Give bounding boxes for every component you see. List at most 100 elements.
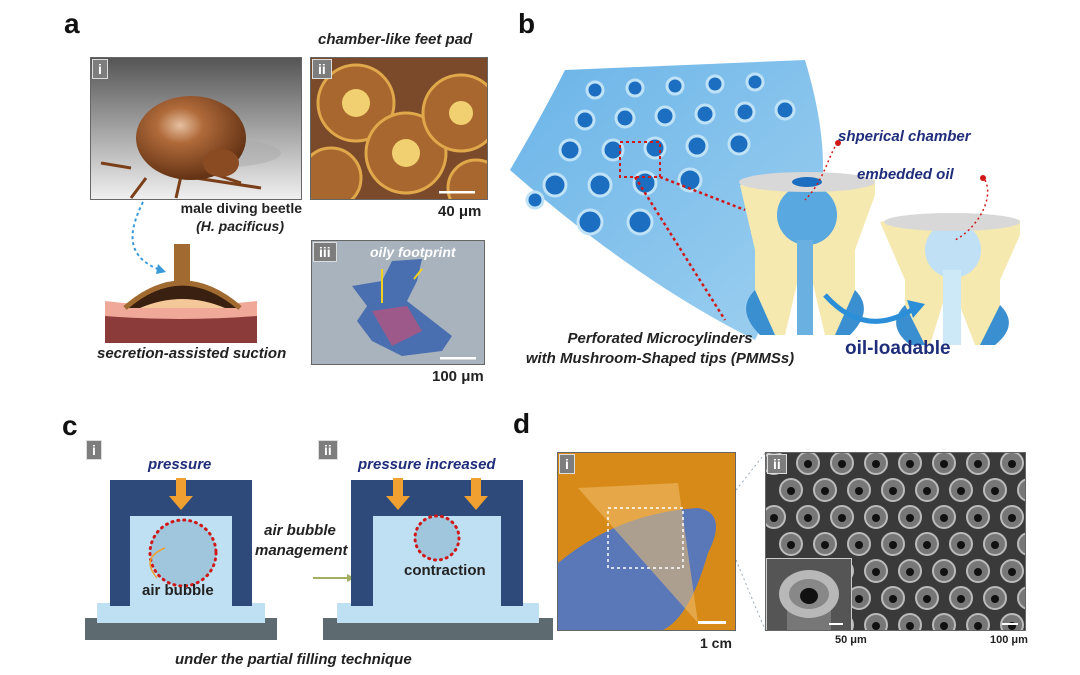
oil-pointer	[954, 179, 989, 241]
microcylinder-hole	[940, 622, 948, 630]
footprint-image	[312, 241, 484, 364]
device-ii	[323, 478, 553, 640]
microcylinder-hole	[957, 541, 965, 549]
air-bubble	[148, 518, 218, 588]
scale-label-100um-sem: 100 μm	[990, 634, 1028, 646]
film-photo-image	[558, 453, 735, 630]
scale-bar	[1002, 623, 1018, 625]
zoom-region-box	[619, 141, 661, 178]
partial-filling-diagram	[85, 478, 553, 640]
scale-label-100um: 100 μm	[432, 368, 484, 385]
microcylinder-hole	[838, 460, 846, 468]
oil-chamber-cutaway	[880, 213, 1020, 345]
scale-bar	[440, 357, 476, 360]
microcylinder-hole	[923, 595, 931, 603]
beetle-illustration	[91, 58, 301, 199]
microcylinder-hole	[804, 514, 812, 522]
microcylinder-row	[766, 453, 1026, 630]
microcylinder-hole	[821, 541, 829, 549]
microcylinder-hole	[787, 487, 795, 495]
subpanel-label-c-ii: ii	[318, 440, 338, 460]
microcylinder-hole	[872, 568, 880, 576]
microcylinder-hole	[1025, 595, 1026, 603]
zoom-connector-lines	[736, 451, 767, 633]
microcylinder-hole	[991, 487, 999, 495]
microcylinder-hole	[872, 514, 880, 522]
suction-caption: secretion-assisted suction	[97, 345, 287, 362]
embedded-oil-label: embedded oil	[857, 166, 954, 183]
subpanel-label-d-ii: ii	[767, 454, 787, 474]
contracted-bubble	[413, 514, 461, 562]
microcylinder-hole	[1025, 487, 1026, 495]
microcylinder-hole	[940, 568, 948, 576]
subpanel-label-a-i: i	[92, 59, 108, 79]
pmms-caption-line2: with Mushroom-Shaped tips (PMMSs)	[525, 350, 795, 367]
microcylinder-hole	[872, 460, 880, 468]
pressure-increased-label: pressure increased	[358, 456, 496, 473]
microcylinder-hole	[855, 487, 863, 495]
management-label-line1: air bubble	[264, 522, 336, 539]
microcylinder-hole	[1008, 460, 1016, 468]
microcylinder-hole	[787, 541, 795, 549]
microcylinder-hole	[974, 622, 982, 630]
scale-label-50um: 50 μm	[835, 634, 867, 646]
feet-pad-micrograph	[310, 57, 488, 200]
flexible-film-photo	[557, 452, 736, 631]
beetle-species: (H. pacificus)	[196, 218, 284, 234]
beetle-image	[90, 57, 302, 200]
suction-diagram	[105, 201, 257, 343]
microcylinder-hole	[940, 514, 948, 522]
oil-loadable-arrow	[823, 293, 917, 324]
spherical-chamber-cutaway	[739, 172, 875, 335]
device-i	[85, 478, 277, 640]
microcylinder-hole	[906, 514, 914, 522]
microcylinder-hole	[906, 568, 914, 576]
sem-micrograph	[766, 453, 1026, 630]
partial-filling-caption: under the partial filling technique	[175, 651, 412, 668]
pressure-arrow	[169, 496, 193, 510]
subpanel-label-d-i: i	[559, 454, 575, 474]
beetle-name: male diving beetle	[180, 200, 302, 216]
scale-bar	[439, 191, 475, 194]
spherical-chamber-label: shperical chamber	[838, 128, 971, 145]
air-bubble-label: air bubble	[142, 582, 214, 599]
panel-a-label: a	[64, 8, 80, 39]
microcylinder-hole	[1025, 541, 1026, 549]
microcylinder-hole	[923, 487, 931, 495]
microcylinder-hole	[991, 541, 999, 549]
microcylinder-hole	[957, 595, 965, 603]
microcylinder-hole	[906, 622, 914, 630]
microcylinder-hole	[855, 541, 863, 549]
contraction-label: contraction	[404, 562, 486, 579]
subpanel-label-a-ii: ii	[312, 59, 332, 79]
management-label-line2: management	[255, 542, 348, 559]
microcylinder	[1017, 586, 1025, 610]
microcylinder-hole	[821, 487, 829, 495]
microcylinder-hole	[889, 541, 897, 549]
oily-footprint-micrograph: oily footprint	[311, 240, 485, 365]
microcylinder-hole	[889, 487, 897, 495]
microcylinder-hole	[940, 460, 948, 468]
microcylinder-hole	[991, 595, 999, 603]
microcylinder-hole	[889, 595, 897, 603]
feet-pad-image	[311, 58, 487, 199]
subpanel-label-c-i: i	[86, 440, 102, 460]
scale-label-1cm: 1 cm	[700, 635, 732, 651]
oily-footprint-label: oily footprint	[370, 244, 456, 260]
microcylinder-hole	[923, 541, 931, 549]
panel-b-label: b	[518, 8, 536, 39]
dashed-arrow	[131, 201, 161, 271]
scale-bar	[698, 621, 726, 624]
microcylinder-hole	[804, 460, 812, 468]
panel-c-label: c	[62, 410, 78, 441]
sem-image	[765, 452, 1026, 631]
subpanel-label-a-iii: iii	[313, 242, 337, 262]
zoom-box	[607, 507, 684, 569]
microcylinder-hole	[957, 487, 965, 495]
panel-d-label: d	[513, 408, 531, 439]
yellow-arrow	[413, 268, 423, 280]
pressure-label: pressure	[148, 456, 212, 473]
microcylinder-hole	[872, 622, 880, 630]
microcylinder-hole	[906, 460, 914, 468]
microcylinder-sheet	[510, 60, 823, 340]
